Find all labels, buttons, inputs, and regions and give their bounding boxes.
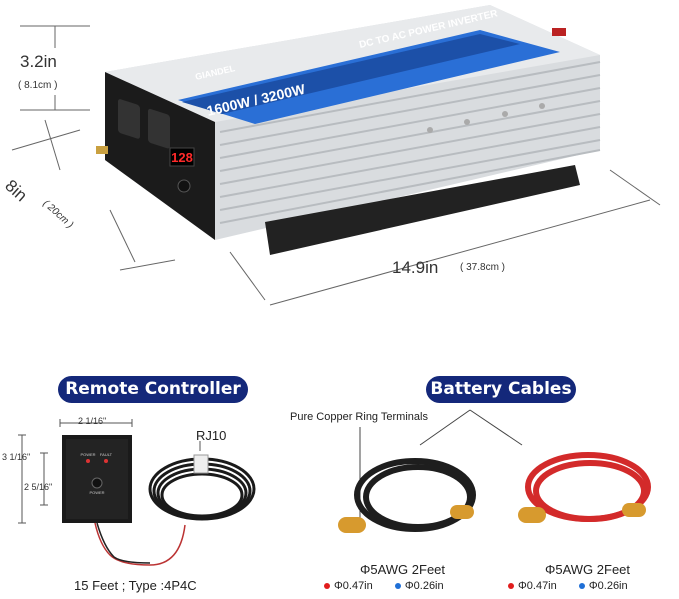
- inverter-illustration: 128 DC TO AC POWER INVERTER 1600W / 3200…: [11, 5, 661, 306]
- blue-dot-icon: [394, 583, 401, 590]
- remote-height-outer-label: 3 1/16": [2, 452, 31, 462]
- display-digits: 128: [171, 150, 193, 165]
- red-cable-name: Φ5AWG 2Feet: [545, 562, 631, 577]
- power-button: [177, 179, 191, 193]
- red-dot-icon: [508, 583, 514, 590]
- fault-led-icon: [104, 459, 108, 463]
- svg-text:POWER: POWER: [80, 452, 95, 457]
- black-cable-sizes: Φ0.47in Φ0.26in: [324, 580, 444, 592]
- ground-terminal: [96, 146, 108, 154]
- led-display: [169, 147, 195, 167]
- height-metric-label: ( 8.1cm ): [18, 80, 58, 91]
- remote-controller-title: Remote Controller: [58, 376, 248, 403]
- remote-width-label: 2 1/16": [78, 416, 107, 426]
- length-label: 14.9in: [392, 258, 439, 277]
- red-battery-cable: [525, 452, 651, 522]
- remote-height-inner-label: 2 5/16": [24, 482, 53, 492]
- rj10-label: RJ10: [196, 428, 227, 443]
- remote-cable-caption: 15 Feet ; Type :4P4C: [74, 578, 197, 593]
- dimension-lines: [11, 25, 661, 306]
- inverter-body: [96, 5, 601, 255]
- svg-text:FAULT: FAULT: [100, 452, 113, 457]
- black-cable-ring-terminal: [338, 517, 366, 533]
- svg-text:POWER: POWER: [89, 490, 104, 495]
- battery-terminal: [552, 28, 566, 36]
- ring-terminals-label: Pure Copper Ring Terminals: [290, 411, 428, 423]
- mounting-bracket: [265, 165, 580, 255]
- rj10-plug: [193, 454, 209, 474]
- height-label: 3.2in: [20, 52, 57, 71]
- ac-outlet-1: [118, 99, 140, 139]
- black-battery-cable: [354, 458, 476, 532]
- length-metric-label: ( 37.8cm ): [460, 262, 506, 273]
- battery-cables-title: Battery Cables: [426, 376, 576, 403]
- power-led-icon: [86, 459, 90, 463]
- battery-cables-illustration: [338, 409, 651, 533]
- blue-dot-icon: [578, 583, 585, 590]
- red-dot-icon: [324, 583, 330, 590]
- remote-controller-illustration: POWER FAULT POWER: [18, 419, 256, 566]
- red-cable-ring-terminal: [518, 507, 546, 523]
- ac-outlet-2: [148, 108, 170, 149]
- red-cable-sizes: Φ0.47in Φ0.26in: [508, 580, 628, 592]
- black-cable-name: Φ5AWG 2Feet: [360, 562, 446, 577]
- remote-power-button-icon: [91, 477, 103, 489]
